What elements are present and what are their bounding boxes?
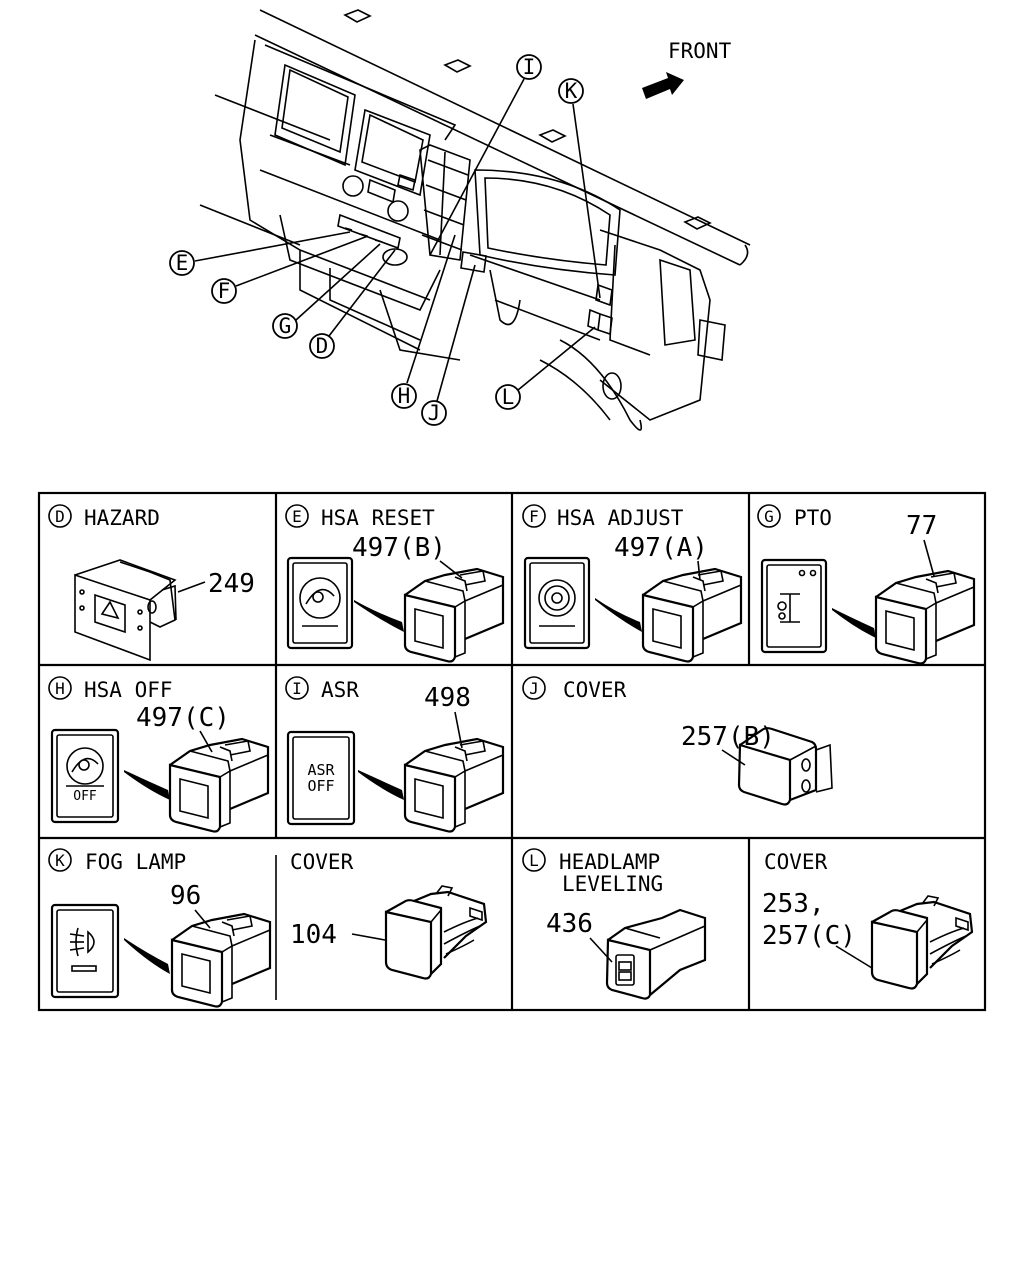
panel-letter: J (529, 679, 539, 698)
callout-F: F (211, 235, 369, 304)
cover-part-number: 104 (290, 920, 337, 950)
pto-shaft-icon (780, 593, 800, 623)
leader-arrow (124, 770, 170, 800)
leader-arrow (832, 608, 876, 638)
panel-title: ASR (321, 678, 359, 702)
part-number: 96 (170, 881, 201, 911)
part-number: 498 (424, 683, 471, 713)
part-number: 436 (546, 909, 593, 939)
hsa-reset-switch (403, 567, 505, 663)
hsa-off-switch (168, 737, 270, 833)
part-number: 497(A) (614, 533, 708, 563)
callout-H: H (391, 234, 456, 409)
panel-hsa-off: H HSA OFF 497(C) OFF (48, 676, 270, 833)
blank-cover-drawing (737, 727, 833, 806)
leader-arrow (354, 600, 404, 632)
svg-text:J: J (428, 401, 441, 425)
leader-arrow (124, 938, 170, 974)
callout-D: D (309, 249, 396, 359)
svg-text:F: F (218, 279, 231, 303)
asr-face-label-off: OFF (307, 777, 334, 795)
leader-arrow (358, 770, 404, 800)
panel-hazard: D HAZARD 249 (48, 504, 255, 662)
callout-G: G (272, 243, 381, 339)
cover-104-drawing (384, 885, 488, 980)
parts-grid (37, 491, 987, 1012)
panel-headlamp-leveling: L HEADLAMP LEVELING 436 COVER 253, 257(C… (522, 848, 974, 1000)
panel-title: COVER (563, 678, 627, 702)
callout-E: E (169, 231, 351, 276)
panel-letter: H (55, 679, 65, 698)
panel-title: HSA ADJUST (557, 506, 684, 530)
front-arrow-icon (642, 72, 684, 99)
off-label: OFF (73, 789, 97, 804)
part-number: 249 (208, 569, 255, 599)
asr-face-label: ASR (307, 761, 335, 779)
panel-pto: G PTO 77 (757, 504, 976, 665)
callout-L: L (495, 326, 596, 410)
svg-text:L: L (502, 385, 515, 409)
part-number: 257(B) (681, 722, 775, 752)
panel-letter: D (55, 507, 65, 526)
asr-switch (403, 737, 505, 833)
panel-asr: I ASR 498 ASR OFF (285, 676, 505, 833)
pto-face (760, 558, 876, 654)
cover-253-drawing (870, 895, 974, 990)
hsa-off-face: OFF (50, 728, 170, 824)
front-label: FRONT (668, 39, 732, 63)
panel-letter: G (764, 507, 774, 526)
part-number: 497(C) (136, 703, 230, 733)
callout-K: K (558, 78, 601, 299)
panel-letter: F (529, 507, 539, 526)
panel-letter: E (292, 507, 302, 526)
panel-title-line1: HEADLAMP (559, 850, 660, 874)
panel-title: PTO (794, 506, 832, 530)
callout-I: I (429, 54, 542, 256)
panel-cover-j: J COVER 257(B) (522, 676, 833, 806)
fog-lamp-switch (170, 912, 272, 1008)
part-number: 77 (906, 511, 937, 541)
panel-fog-lamp: K FOG LAMP 96 COVER 104 (48, 848, 488, 1008)
hazard-triangle-icon (100, 600, 120, 620)
pto-switch (874, 569, 976, 665)
panel-hsa-adjust: F HSA ADJUST 497(A) (522, 504, 743, 663)
leader-arrow (595, 598, 642, 632)
svg-text:D: D (316, 334, 329, 358)
fog-lamp-icon (87, 930, 95, 954)
fog-lamp-face (50, 903, 170, 999)
panel-letter: I (292, 679, 302, 698)
panel-title: HSA OFF (84, 678, 173, 702)
svg-text:G: G (279, 314, 292, 338)
svg-text:K: K (565, 79, 578, 103)
cover-title: COVER (764, 850, 828, 874)
callout-J: J (421, 264, 476, 426)
cover-part-line2: 257(C) (762, 921, 856, 951)
cover-title: COVER (290, 850, 354, 874)
hsa-adjust-face (523, 556, 642, 650)
panel-letter: K (55, 851, 65, 870)
svg-text:I: I (523, 55, 536, 79)
dashboard-overview: FRONT E F G D H J (169, 9, 751, 431)
cover-part-line1: 253, (762, 889, 825, 919)
panel-title: FOG LAMP (85, 850, 186, 874)
svg-text:H: H (398, 384, 411, 408)
panel-title-line2: LEVELING (562, 872, 663, 896)
svg-text:E: E (176, 251, 189, 275)
panel-title: HAZARD (84, 506, 160, 530)
asr-face: ASR OFF (286, 730, 404, 826)
headlamp-leveling-switch (605, 908, 707, 1000)
panel-letter: L (529, 851, 539, 870)
hsa-reset-face (286, 556, 404, 650)
part-number: 497(B) (352, 533, 446, 563)
hazard-switch-drawing (74, 559, 177, 662)
panel-title: HSA RESET (321, 506, 435, 530)
panel-hsa-reset: E HSA RESET 497(B) (285, 504, 505, 663)
hsa-adjust-switch (641, 567, 743, 663)
